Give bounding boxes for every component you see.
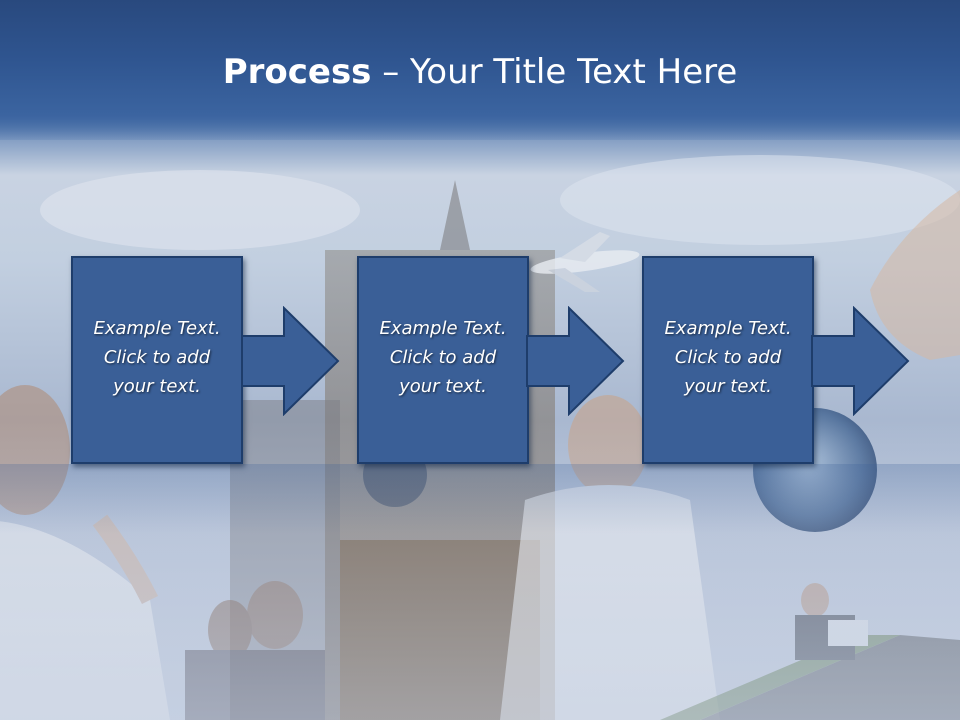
step-3-line-1: Example Text. [664, 318, 792, 339]
step-1-text[interactable]: Example Text. Click to add your text. [73, 314, 241, 401]
title-bold: Process [222, 52, 372, 92]
arrow-right-icon [811, 306, 910, 416]
step-2-line-3: your text. [399, 376, 487, 397]
step-3-line-2: Click to add [674, 347, 782, 368]
box-reflection [0, 464, 960, 534]
arrow-right-icon [241, 306, 340, 416]
arrow-right-icon [526, 306, 625, 416]
step-1-line-1: Example Text. [93, 318, 221, 339]
title-bar: Process – Your Title Text Here [0, 0, 960, 140]
step-1-line-2: Click to add [103, 347, 211, 368]
step-2-text[interactable]: Example Text. Click to add your text. [359, 314, 527, 401]
step-3-text[interactable]: Example Text. Click to add your text. [644, 314, 812, 401]
step-1-line-3: your text. [113, 376, 201, 397]
slide-title[interactable]: Process – Your Title Text Here [0, 52, 960, 92]
step-2-line-2: Click to add [389, 347, 497, 368]
title-rest: – Your Title Text Here [371, 52, 738, 92]
process-step-1[interactable]: Example Text. Click to add your text. [71, 256, 243, 464]
process-step-2[interactable]: Example Text. Click to add your text. [357, 256, 529, 464]
process-step-3[interactable]: Example Text. Click to add your text. [642, 256, 814, 464]
hand-image [870, 190, 960, 360]
step-2-line-1: Example Text. [379, 318, 507, 339]
step-3-line-3: your text. [684, 376, 772, 397]
airplane-image [530, 232, 640, 292]
